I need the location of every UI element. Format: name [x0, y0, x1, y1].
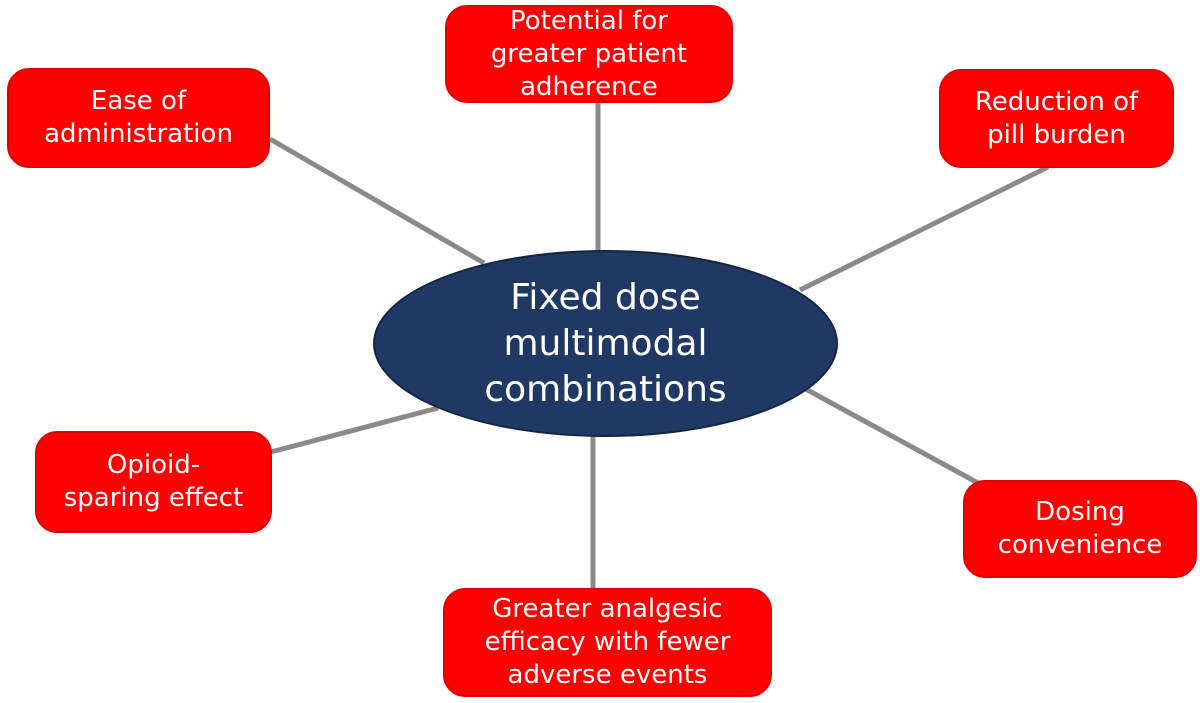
connector-left-diagonal: [270, 405, 439, 455]
node-label-line: Potential for: [510, 5, 668, 36]
node-dosing-convenience: Dosing convenience: [963, 480, 1197, 578]
node-label-line: Opioid-: [106, 450, 201, 480]
node-label-line: Reduction of: [974, 86, 1139, 117]
node-label-line: adherence: [520, 71, 658, 102]
node-label-line: adverse events: [507, 660, 708, 690]
connector-top-left-diagonal: [268, 136, 486, 266]
node-opioid-sparing-effect: Opioid- sparing effect: [35, 431, 272, 533]
center-node-fixed-dose-multimodal-combinations: Fixed dose multimodal combinations: [373, 250, 838, 437]
node-label-line: Greater analgesic: [492, 594, 723, 624]
center-node-label-line: Fixed dose: [510, 276, 701, 318]
node-ease-of-administration: Ease of administration: [7, 68, 270, 168]
node-label-line: administration: [44, 119, 233, 149]
node-greater-analgesic-efficacy: Greater analgesic efficacy with fewer ad…: [443, 588, 772, 697]
node-label-line: Ease of: [90, 86, 187, 116]
node-label-line: greater patient: [490, 38, 688, 69]
center-node-label-line: combinations: [484, 368, 727, 410]
center-node-label-line: multimodal: [503, 322, 708, 364]
node-potential-adherence: Potential for greater patient adherence: [445, 5, 733, 103]
connector-right-diagonal: [800, 384, 980, 486]
node-reduction-of-pill-burden: Reduction of pill burden: [939, 69, 1174, 168]
node-label-line: sparing effect: [63, 483, 244, 513]
connector-top-right-diagonal: [798, 164, 1050, 293]
node-label-line: convenience: [997, 530, 1163, 560]
node-label-line: Dosing: [1035, 497, 1125, 527]
node-label-line: efficacy with fewer: [484, 627, 731, 657]
node-label-line: pill burden: [987, 119, 1126, 150]
